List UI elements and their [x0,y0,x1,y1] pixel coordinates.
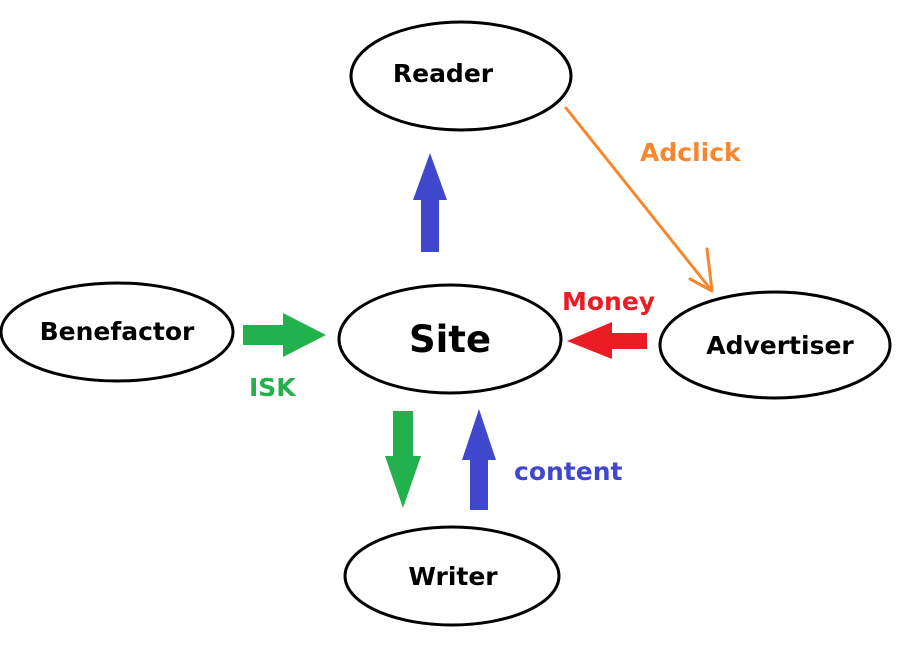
node-writer: Writer [343,525,561,627]
node-writer-label: Writer [408,562,498,591]
arrow-advertiser-to-site [567,322,647,359]
node-benefactor: Benefactor [0,281,235,383]
node-benefactor-label: Benefactor [40,317,195,346]
node-advertiser-label: Advertiser [706,331,854,360]
node-site-label: Site [409,318,491,361]
arrow-writer-to-site [462,409,496,510]
node-advertiser: Advertiser [658,290,892,400]
arrow-benefactor-to-site [243,313,326,357]
label-isk: ISK [249,373,297,402]
label-content: content [514,457,622,486]
node-site: Site [337,283,563,395]
arrow-reader-to-advertiser [564,106,714,293]
node-reader: Reader [349,20,573,132]
label-money: Money [562,287,655,316]
arrow-site-to-writer [385,411,421,508]
label-adclick: Adclick [640,138,742,167]
arrow-site-to-reader [413,153,447,252]
node-reader-label: Reader [393,59,494,88]
